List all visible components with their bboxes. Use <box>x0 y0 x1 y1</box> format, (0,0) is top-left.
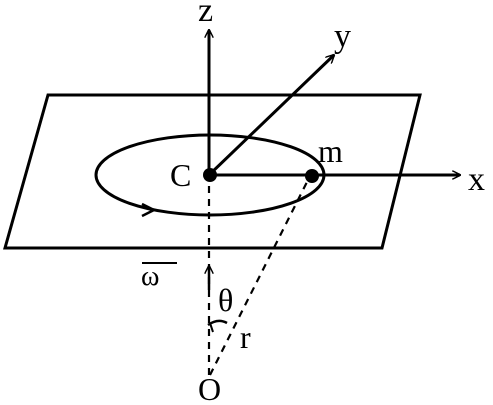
y-axis <box>207 55 334 177</box>
center-point <box>203 168 217 182</box>
x-axis-label: x <box>468 161 485 198</box>
mass-label: m <box>318 133 343 169</box>
theta-arc-tick <box>209 322 214 333</box>
plane <box>3 93 422 250</box>
y-axis-label: y <box>334 18 351 55</box>
mass-point <box>305 169 319 183</box>
orbit-direction-arrow <box>141 202 157 218</box>
omega-label: ω <box>141 261 159 292</box>
center-label: C <box>170 157 191 193</box>
origin-label: O <box>198 371 221 405</box>
theta-label: θ <box>218 282 233 318</box>
dashed-line-o-m <box>209 179 309 376</box>
radius-label: r <box>240 319 251 355</box>
z-axis-label: z <box>198 0 213 29</box>
